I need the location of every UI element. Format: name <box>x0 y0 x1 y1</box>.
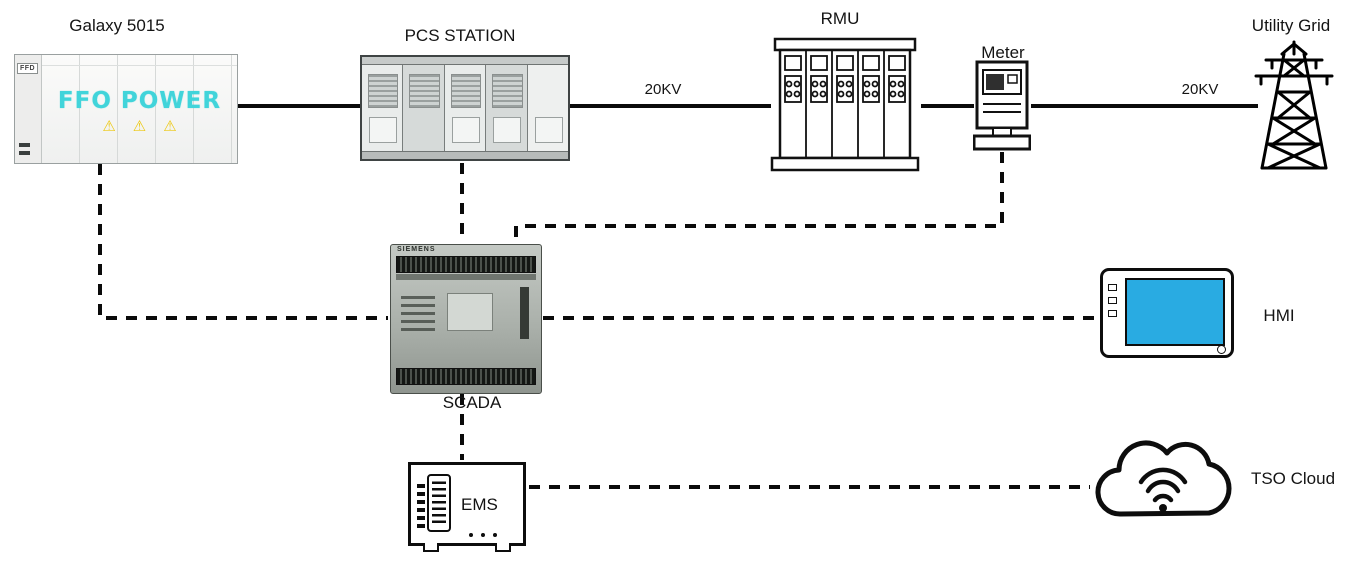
warning-icon: ⚠ <box>132 118 147 135</box>
pcs-cabinet-row <box>362 65 569 151</box>
cabinet-panel <box>452 117 480 144</box>
plc-divider <box>396 274 536 280</box>
vent-mark <box>19 143 30 147</box>
ems-foot <box>423 543 439 552</box>
rmu-bottom-bar <box>770 156 920 172</box>
line-meter-scada <box>514 152 1004 242</box>
cabinet-vent <box>368 73 399 109</box>
warning-icon: ⚠ <box>102 118 116 135</box>
pcs-cabinet <box>362 65 404 151</box>
vent-mark <box>19 151 30 155</box>
cabinet-vent <box>492 73 523 109</box>
hmi-label: HMI <box>1263 306 1295 325</box>
line-galaxy-scada <box>98 164 388 320</box>
hmi-key-column <box>1108 284 1117 317</box>
pcs-station-cabinets <box>360 55 570 161</box>
plc-status-leds <box>401 291 435 331</box>
warning-triangle-row: ⚠ ⚠ ⚠ <box>42 119 237 134</box>
meter-label: Meter <box>981 43 1025 62</box>
meter-screen <box>986 74 1004 90</box>
pcs-cabinet <box>486 65 528 151</box>
ems-port-dot <box>469 533 473 537</box>
pcs-top-rail <box>362 57 568 65</box>
hmi-key-icon <box>1108 297 1117 304</box>
ems-box: EMS <box>408 462 526 552</box>
cabinet-panel <box>534 117 563 144</box>
chip-pins <box>417 480 425 528</box>
ffd-logo: FFD <box>17 63 39 74</box>
warning-icon: ⚠ <box>163 118 177 135</box>
rmu-label: RMU <box>820 9 860 28</box>
plc-side-stripe <box>520 287 529 339</box>
rmu-cabinet-drawing <box>770 37 920 172</box>
ems-foot <box>495 543 511 552</box>
utility-grid-label: Utility Grid <box>1251 16 1331 35</box>
ems-label: EMS <box>461 495 498 514</box>
galaxy-front-panels: FFO POWER ⚠ ⚠ ⚠ <box>42 55 237 163</box>
comm-lines <box>98 152 1097 489</box>
cabinet-vent <box>450 73 482 109</box>
galaxy-battery-container: FFD FFO POWER ⚠ ⚠ ⚠ <box>14 54 238 164</box>
hmi-key-icon <box>1108 310 1117 317</box>
pcs-cabinet <box>403 65 445 151</box>
plc-terminal-row-top <box>396 256 536 273</box>
tso-cloud-shape <box>1095 440 1232 517</box>
voltage-label-2: 20KV <box>1181 81 1219 98</box>
ems-port-dot <box>493 533 497 537</box>
ffo-power-brand-text: FFO POWER <box>57 88 222 114</box>
hmi-screen <box>1125 278 1225 346</box>
galaxy-label: Galaxy 5015 <box>69 16 165 35</box>
plc-terminal-row-bottom <box>396 368 536 385</box>
rmu-body <box>778 48 912 160</box>
tso-cloud-label: TSO Cloud <box>1250 469 1336 488</box>
utility-grid-tower <box>1254 40 1334 170</box>
hmi-key-icon <box>1108 284 1117 291</box>
pcs-cabinet <box>527 65 569 151</box>
cabinet-panel <box>369 117 398 144</box>
meter-drawing <box>973 60 1031 151</box>
meter-base <box>973 134 1031 151</box>
chip-icon <box>427 474 451 532</box>
pcs-cabinet <box>444 65 487 151</box>
plc-brand-text: SIEMENS <box>397 246 436 253</box>
cloud-outline <box>1095 440 1232 517</box>
voltage-label-1: 20KV <box>644 81 682 98</box>
cabinet-panel <box>493 117 522 144</box>
ems-port-dot <box>481 533 485 537</box>
plc-center-panel <box>447 293 493 331</box>
wifi-icon <box>1138 467 1188 512</box>
pcs-label: PCS STATION <box>404 26 516 45</box>
rmu-top-bar <box>773 37 917 52</box>
rmu-panel-details <box>784 55 906 103</box>
galaxy-side-panel: FFD <box>15 55 42 163</box>
hmi-home-button <box>1217 345 1226 354</box>
hmi-tablet <box>1100 268 1234 358</box>
cabinet-vent <box>409 73 440 109</box>
scada-plc: SIEMENS <box>390 244 542 394</box>
pcs-base-rail <box>362 151 568 159</box>
scada-label: SCADA <box>442 393 502 412</box>
